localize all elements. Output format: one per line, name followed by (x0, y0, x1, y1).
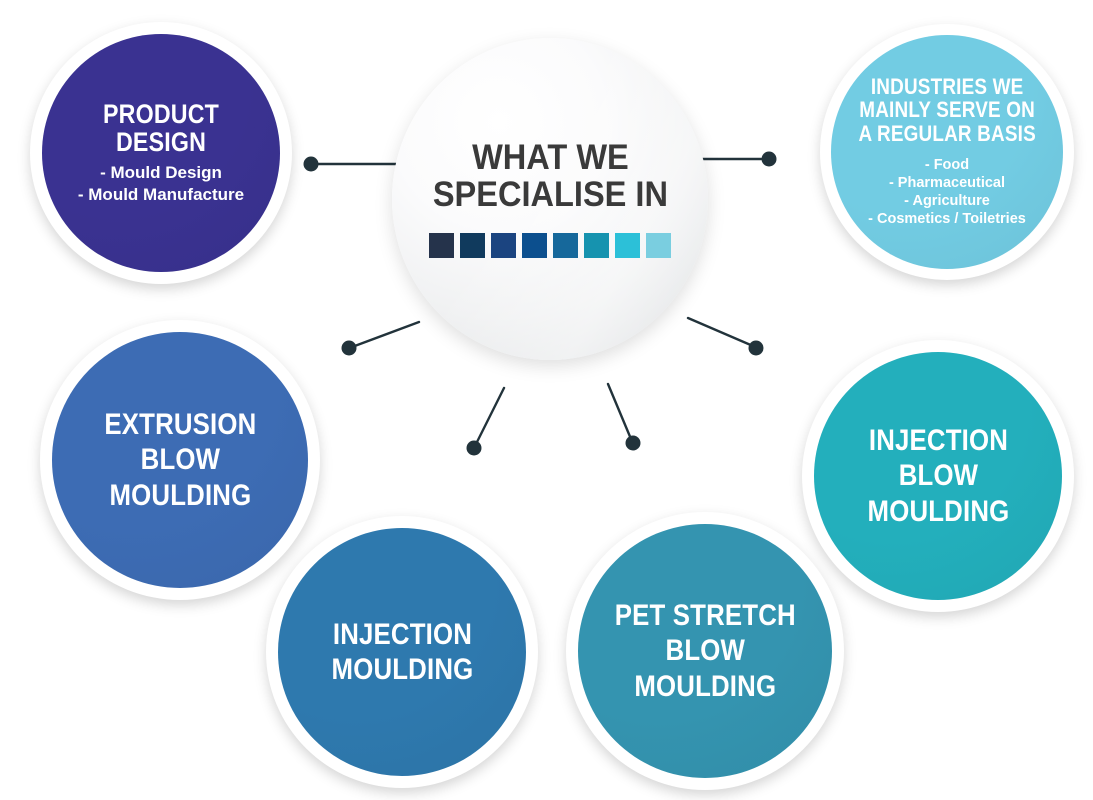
hub-circle: WHAT WE SPECIALISE IN (392, 38, 708, 360)
node-pet-stretch-blow-moulding[interactable]: PET STRETCH BLOW MOULDING (578, 524, 832, 778)
node-title-product-design: PRODUCT DESIGN (102, 99, 220, 157)
node-extrusion-blow-moulding[interactable]: EXTRUSION BLOW MOULDING (52, 332, 308, 588)
hub-title: WHAT WE SPECIALISE IN (432, 138, 668, 214)
connector-dot-to-pet-stretch (625, 435, 641, 451)
node-product-design[interactable]: PRODUCT DESIGN - Mould Design - Mould Ma… (42, 34, 280, 272)
node-industries[interactable]: INDUSTRIES WE MAINLY SERVE ON A REGULAR … (831, 35, 1063, 269)
node-title-extrusion-blow-moulding: EXTRUSION BLOW MOULDING (103, 407, 257, 512)
node-injection-blow-moulding[interactable]: INJECTION BLOW MOULDING (814, 352, 1062, 600)
connector-dot-to-product-design (303, 156, 319, 172)
color-swatch-3 (491, 232, 516, 258)
node-subtitle-industries: - Food - Pharmaceutical - Agriculture - … (868, 157, 1026, 227)
node-title-injection-blow-moulding: INJECTION BLOW MOULDING (867, 423, 1009, 528)
color-swatch-strip (429, 232, 671, 258)
node-title-injection-moulding: INJECTION MOULDING (331, 617, 473, 686)
color-swatch-6 (584, 232, 609, 258)
connector-dot-to-injection-moulding (466, 440, 482, 456)
color-swatch-1 (429, 232, 454, 258)
connector-line-to-pet-stretch (606, 382, 633, 441)
connector-dot-to-extrusion (341, 340, 357, 356)
node-subtitle-product-design: - Mould Design - Mould Manufacture (77, 163, 245, 204)
connector-dot-to-injection-blow (748, 340, 764, 356)
color-swatch-8 (646, 232, 671, 258)
hub-circle-background (392, 38, 708, 360)
color-swatch-4 (522, 232, 547, 258)
node-title-industries: INDUSTRIES WE MAINLY SERVE ON A REGULAR … (858, 74, 1036, 146)
color-swatch-7 (615, 232, 640, 258)
node-injection-moulding[interactable]: INJECTION MOULDING (278, 528, 526, 776)
node-title-pet-stretch-blow-moulding: PET STRETCH BLOW MOULDING (614, 598, 796, 703)
connector-dot-to-industries (761, 151, 777, 167)
color-swatch-2 (460, 232, 485, 258)
connector-line-to-injection-moulding (474, 386, 506, 446)
color-swatch-5 (553, 232, 578, 258)
